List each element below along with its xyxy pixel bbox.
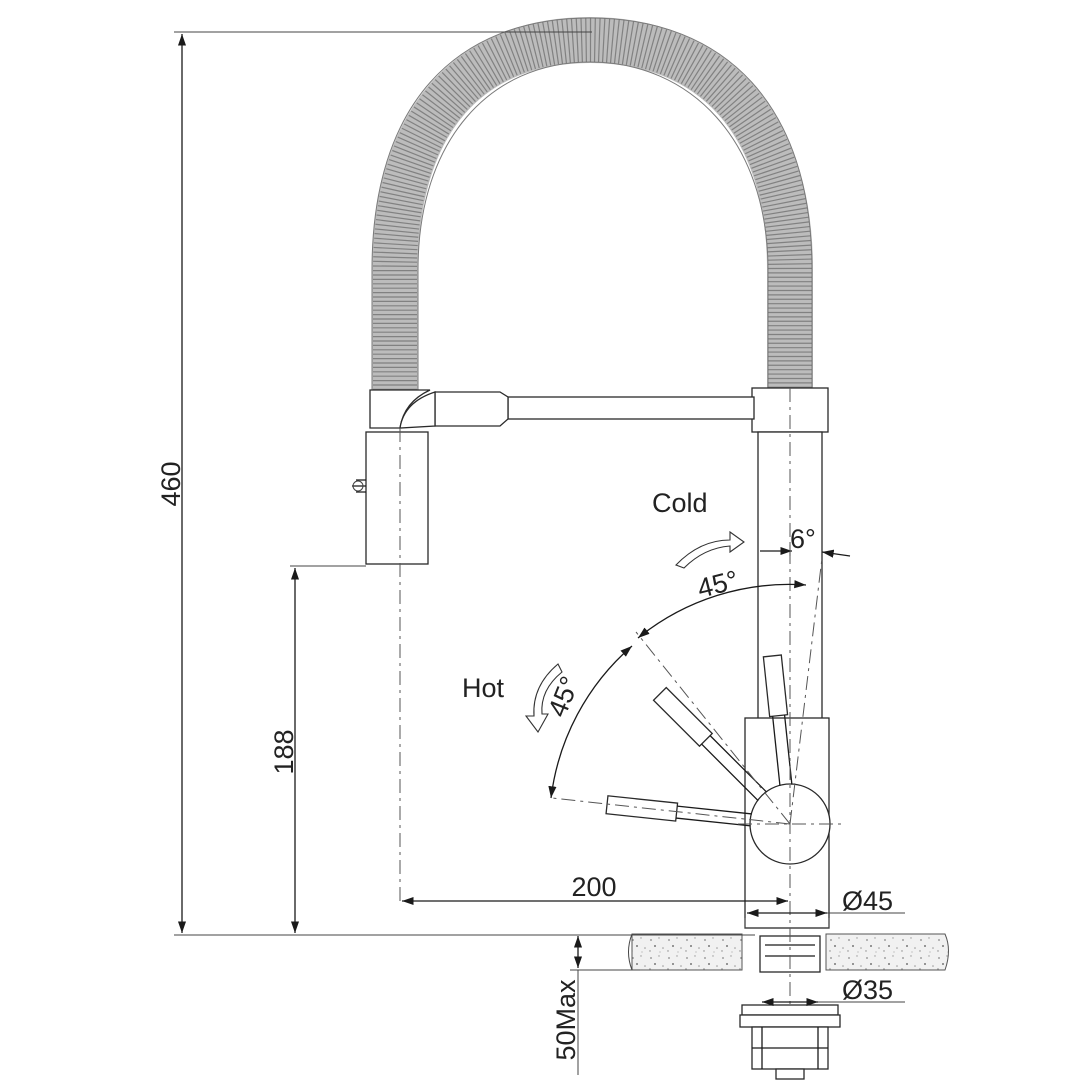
dimension-hole-diameter: Ø35	[762, 975, 905, 1007]
faucet-column	[744, 387, 831, 929]
countertop	[628, 933, 949, 971]
cold-label: Cold	[652, 488, 708, 518]
dimension-reach: 200	[402, 872, 788, 906]
angle-arcs	[548, 545, 851, 799]
reach-value: 200	[571, 872, 616, 902]
handle-height-value: 188	[269, 729, 299, 774]
lever-handles	[605, 654, 793, 827]
base-diameter-value: Ø45	[842, 886, 893, 916]
bridge-arm	[369, 389, 755, 429]
spray-head	[352, 431, 429, 565]
cold-tilt-angle: 6°	[790, 524, 816, 554]
overall-height-value: 460	[156, 461, 186, 506]
center-lines	[399, 388, 845, 1005]
dimension-max-counter: 50Max	[551, 936, 640, 1075]
spring-hose	[371, 16, 813, 390]
cold-rotation-arrow	[675, 530, 745, 569]
cold-range-angle: 45°	[694, 565, 741, 604]
dimension-handle-height: 188	[269, 565, 366, 933]
hot-rotation-arrow	[524, 663, 563, 734]
dimension-overall-height: 460	[156, 31, 755, 936]
hot-label: Hot	[462, 673, 505, 703]
max-counter-value: 50Max	[551, 979, 581, 1061]
dimension-base-diameter: Ø45	[744, 886, 905, 928]
hole-diameter-value: Ø35	[842, 975, 893, 1005]
